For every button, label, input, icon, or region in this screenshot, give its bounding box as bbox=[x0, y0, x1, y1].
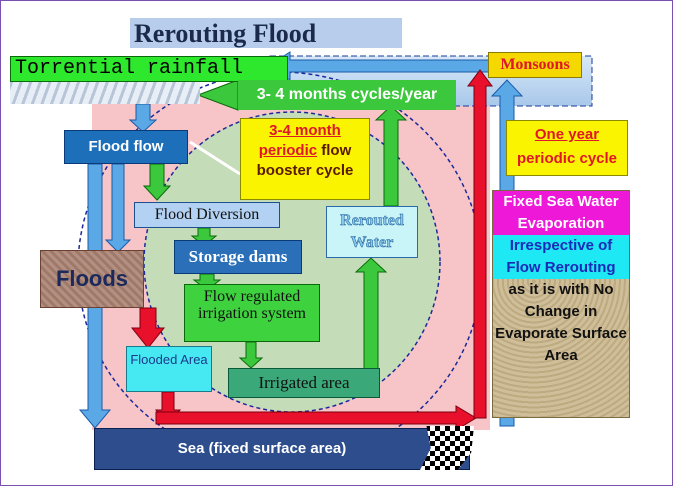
booster-line2a: periodic bbox=[258, 142, 318, 159]
flood-diversion-box: Flood Diversion bbox=[134, 202, 280, 228]
evaporation-box: Fixed Sea Water Evaporation Irrespective… bbox=[492, 190, 630, 418]
one-year-line1: One year bbox=[534, 126, 600, 143]
bottom-right-arrow bbox=[155, 405, 477, 431]
booster-line1: 3-4 month bbox=[269, 122, 341, 139]
floodflow-to-diversion-arrow bbox=[142, 163, 172, 201]
red-up-arrow bbox=[467, 69, 493, 419]
evap-no-change-label: as it is with No Change in Evaporate Sur… bbox=[495, 281, 627, 364]
irrigated-area-box: Irrigated area bbox=[228, 368, 380, 398]
rerouted-up-arrow bbox=[374, 105, 408, 207]
monsoons-box: Monsoons bbox=[488, 52, 582, 78]
rerouted-water-box: Rerouted Water bbox=[326, 206, 418, 258]
booster-cycle-box: 3-4 month periodic flow booster cycle bbox=[240, 118, 370, 200]
rain-texture bbox=[10, 82, 200, 104]
evap-irrespective-label: Irrespective of Flow Rerouting bbox=[493, 235, 629, 279]
one-year-cycle-box: One year periodic cycle bbox=[506, 120, 628, 176]
flooded-area-box: Flooded Area bbox=[126, 346, 212, 392]
one-year-line2: periodic cycle bbox=[516, 150, 618, 167]
booster-line2b: flow bbox=[317, 142, 352, 159]
torrential-rainfall-box: Torrential rainfall bbox=[10, 56, 288, 82]
flow-regulated-box: Flow regulated irrigation system bbox=[184, 284, 320, 342]
floodflow-to-floods-arrow bbox=[104, 163, 132, 253]
rain-to-floodflow-arrow bbox=[128, 103, 158, 133]
floods-to-flooded-arrow bbox=[130, 307, 166, 349]
flood-flow-box: Flood flow bbox=[64, 130, 188, 164]
cycles-per-year-arrow: 3- 4 months cycles/year bbox=[238, 80, 456, 110]
flowreg-to-irrigated-arrow bbox=[238, 341, 264, 369]
storage-dams-box: Storage dams bbox=[174, 240, 302, 274]
white-diagonal bbox=[189, 140, 241, 176]
sea-box: Sea (fixed surface area) bbox=[94, 428, 470, 470]
page-title: Rerouting Flood bbox=[130, 18, 402, 48]
floods-box: Floods bbox=[40, 250, 144, 308]
irrigated-up-arrow bbox=[354, 257, 388, 387]
booster-line3: booster cycle bbox=[256, 162, 354, 179]
evap-fixed-label: Fixed Sea Water Evaporation bbox=[493, 191, 629, 235]
